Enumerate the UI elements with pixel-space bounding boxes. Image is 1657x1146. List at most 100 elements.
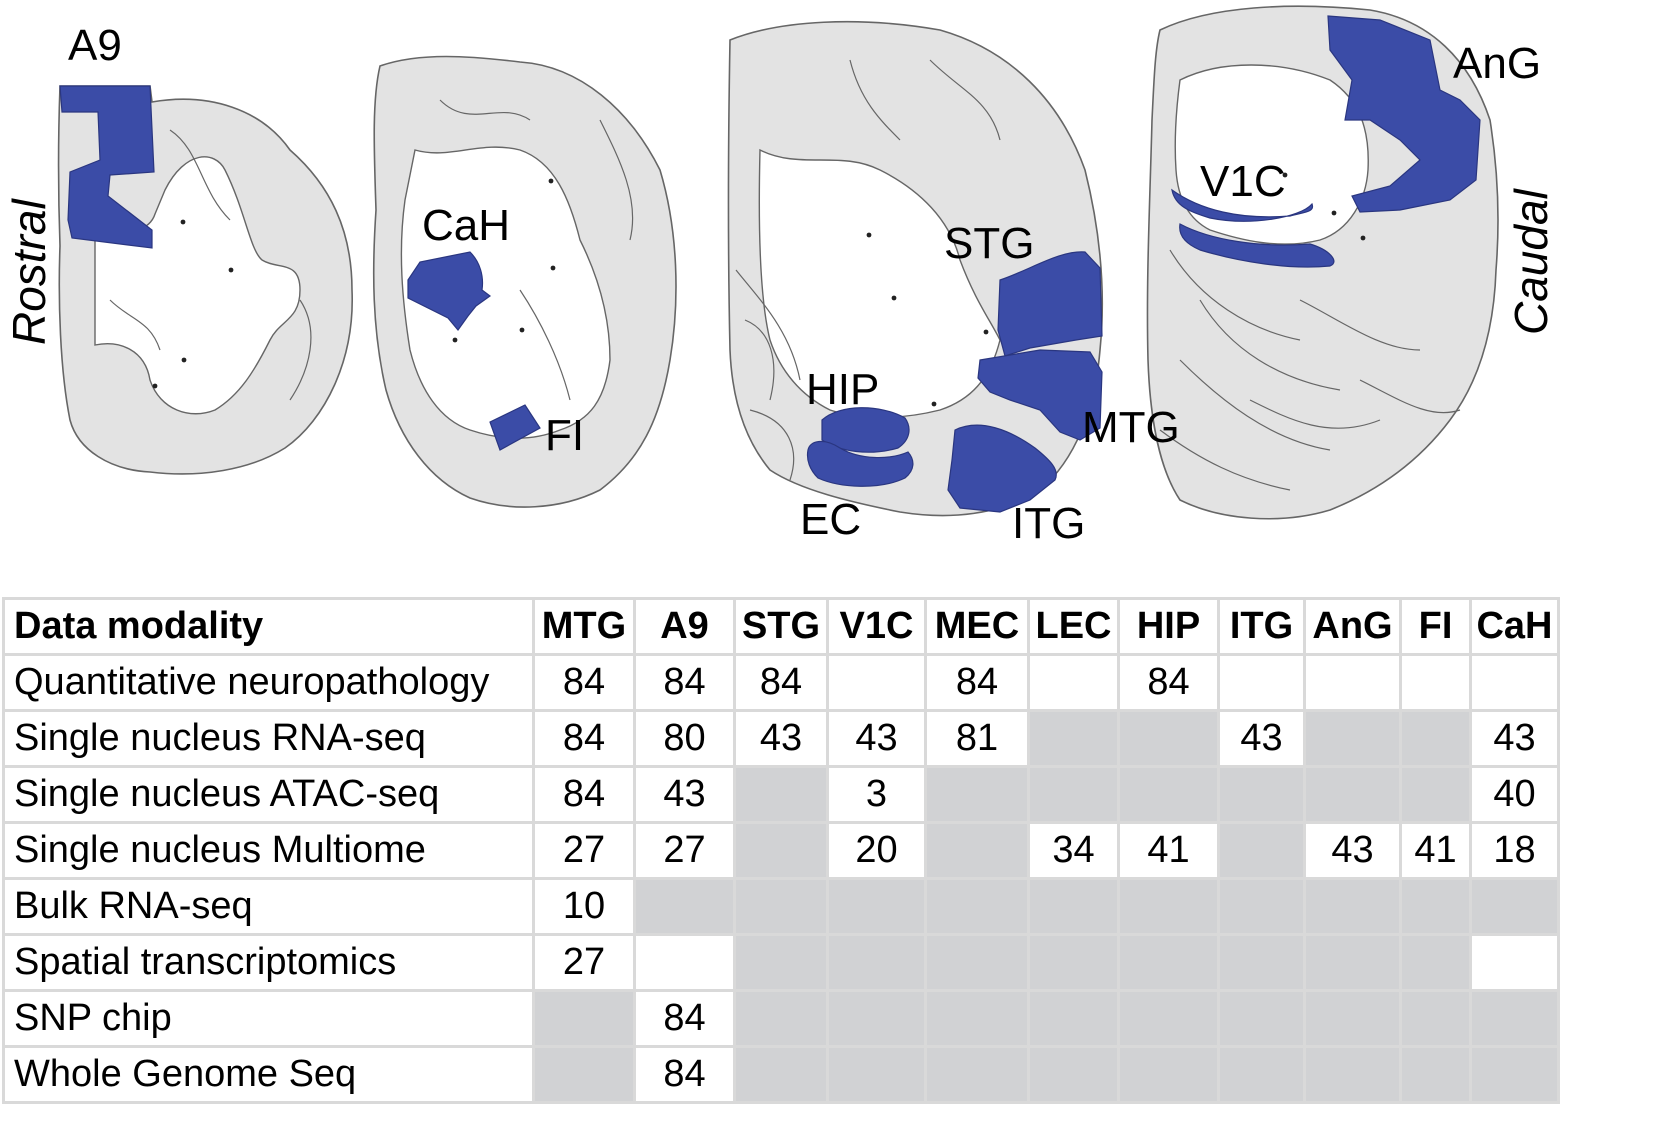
table-cell-unavailable <box>1303 709 1402 768</box>
row-label: Spatial transcriptomics <box>2 933 535 992</box>
table-cell: 27 <box>633 821 736 880</box>
section-rostral <box>57 85 353 475</box>
highlight-a9 <box>59 85 155 249</box>
section-2 <box>372 55 677 508</box>
table-cell: 84 <box>532 765 636 824</box>
highlight-stg <box>997 251 1103 357</box>
highlight-ec <box>806 440 914 487</box>
table-cell-unavailable <box>1027 1045 1120 1104</box>
table-cell: 84 <box>924 653 1030 712</box>
header-data-modality: Data modality <box>2 597 535 656</box>
table-cell-unavailable <box>1117 765 1220 824</box>
label-fi: FI <box>545 411 584 460</box>
table-cell-unavailable <box>1399 933 1472 992</box>
label-rostral: Rostral <box>3 198 55 345</box>
table-cell-unavailable <box>826 877 927 936</box>
table-row: SNP chip 84 <box>2 989 1560 1048</box>
table-cell-unavailable <box>1217 933 1306 992</box>
table-cell-unavailable <box>1027 933 1120 992</box>
highlight-hip <box>821 407 910 453</box>
row-label: Single nucleus ATAC-seq <box>2 765 535 824</box>
table-cell-unavailable <box>733 1045 829 1104</box>
table-cell <box>1303 653 1402 712</box>
table-cell: 18 <box>1469 821 1560 880</box>
table-cell: 84 <box>633 989 736 1048</box>
table-cell <box>1469 933 1560 992</box>
header-itg: ITG <box>1217 597 1306 656</box>
row-label: SNP chip <box>2 989 535 1048</box>
table-cell <box>1217 653 1306 712</box>
table-cell: 27 <box>532 933 636 992</box>
table-cell-unavailable <box>1027 709 1120 768</box>
header-a9: A9 <box>633 597 736 656</box>
highlight-mtg <box>977 349 1103 441</box>
table-cell-unavailable <box>1469 877 1560 936</box>
table-cell: 84 <box>1117 653 1220 712</box>
table-cell: 27 <box>532 821 636 880</box>
row-label: Whole Genome Seq <box>2 1045 535 1104</box>
table-cell: 84 <box>633 1045 736 1104</box>
table-cell: 84 <box>633 653 736 712</box>
table-cell-unavailable <box>924 821 1030 880</box>
table-cell-unavailable <box>633 877 736 936</box>
table-cell: 40 <box>1469 765 1560 824</box>
label-ec: EC <box>800 495 861 544</box>
table-cell-unavailable <box>1303 877 1402 936</box>
table-cell: 43 <box>1217 709 1306 768</box>
highlight-ang <box>1327 15 1481 213</box>
header-ang: AnG <box>1303 597 1402 656</box>
table-cell-unavailable <box>1469 1045 1560 1104</box>
section-3 <box>727 20 1104 517</box>
table-cell-unavailable <box>1217 989 1306 1048</box>
highlight-v1c <box>1171 188 1335 268</box>
table-cell-unavailable <box>1399 989 1472 1048</box>
table-cell: 43 <box>733 709 829 768</box>
table-cell-unavailable <box>1217 765 1306 824</box>
table-cell: 43 <box>633 765 736 824</box>
table-cell: 80 <box>633 709 736 768</box>
label-stg: STG <box>944 219 1034 268</box>
label-v1c: V1C <box>1200 157 1286 206</box>
table-cell-unavailable <box>1027 877 1120 936</box>
row-label: Bulk RNA-seq <box>2 877 535 936</box>
table-cell-unavailable <box>1303 1045 1402 1104</box>
table-cell: 41 <box>1117 821 1220 880</box>
table-header-row: Data modality MTG A9 STG V1C MEC LEC HIP… <box>2 597 1560 656</box>
table-cell-unavailable <box>1217 821 1306 880</box>
data-modality-table: Data modality MTG A9 STG V1C MEC LEC HIP… <box>2 597 1560 1104</box>
table-cell-unavailable <box>532 989 636 1048</box>
highlight-fi <box>489 404 541 451</box>
table-cell-unavailable <box>1117 877 1220 936</box>
table-cell: 43 <box>1303 821 1402 880</box>
label-itg: ITG <box>1012 499 1085 548</box>
table-cell <box>1469 653 1560 712</box>
table-cell-unavailable <box>1303 989 1402 1048</box>
table-cell-unavailable <box>733 933 829 992</box>
table-cell: 84 <box>532 653 636 712</box>
table-cell-unavailable <box>1469 989 1560 1048</box>
row-label: Single nucleus Multiome <box>2 821 535 880</box>
table-cell: 20 <box>826 821 927 880</box>
label-mtg: MTG <box>1082 403 1180 452</box>
table-cell-unavailable <box>826 1045 927 1104</box>
table-cell-unavailable <box>924 1045 1030 1104</box>
table-cell: 43 <box>826 709 927 768</box>
table-cell-unavailable <box>1027 765 1120 824</box>
highlight-cah <box>407 251 492 331</box>
table-cell-unavailable <box>1027 989 1120 1048</box>
brain-sections-figure: .tissue { fill: #e3e3e3; stroke: #666; s… <box>3 5 1557 548</box>
table-cell-unavailable <box>733 989 829 1048</box>
header-mec: MEC <box>924 597 1030 656</box>
section-caudal <box>1146 5 1499 520</box>
header-lec: LEC <box>1027 597 1120 656</box>
table-cell: 84 <box>733 653 829 712</box>
label-ang: AnG <box>1453 39 1541 88</box>
highlight-itg <box>947 424 1057 513</box>
table-cell-unavailable <box>733 765 829 824</box>
table-cell-unavailable <box>1399 877 1472 936</box>
table-cell-unavailable <box>1217 1045 1306 1104</box>
table-cell-unavailable <box>1117 989 1220 1048</box>
